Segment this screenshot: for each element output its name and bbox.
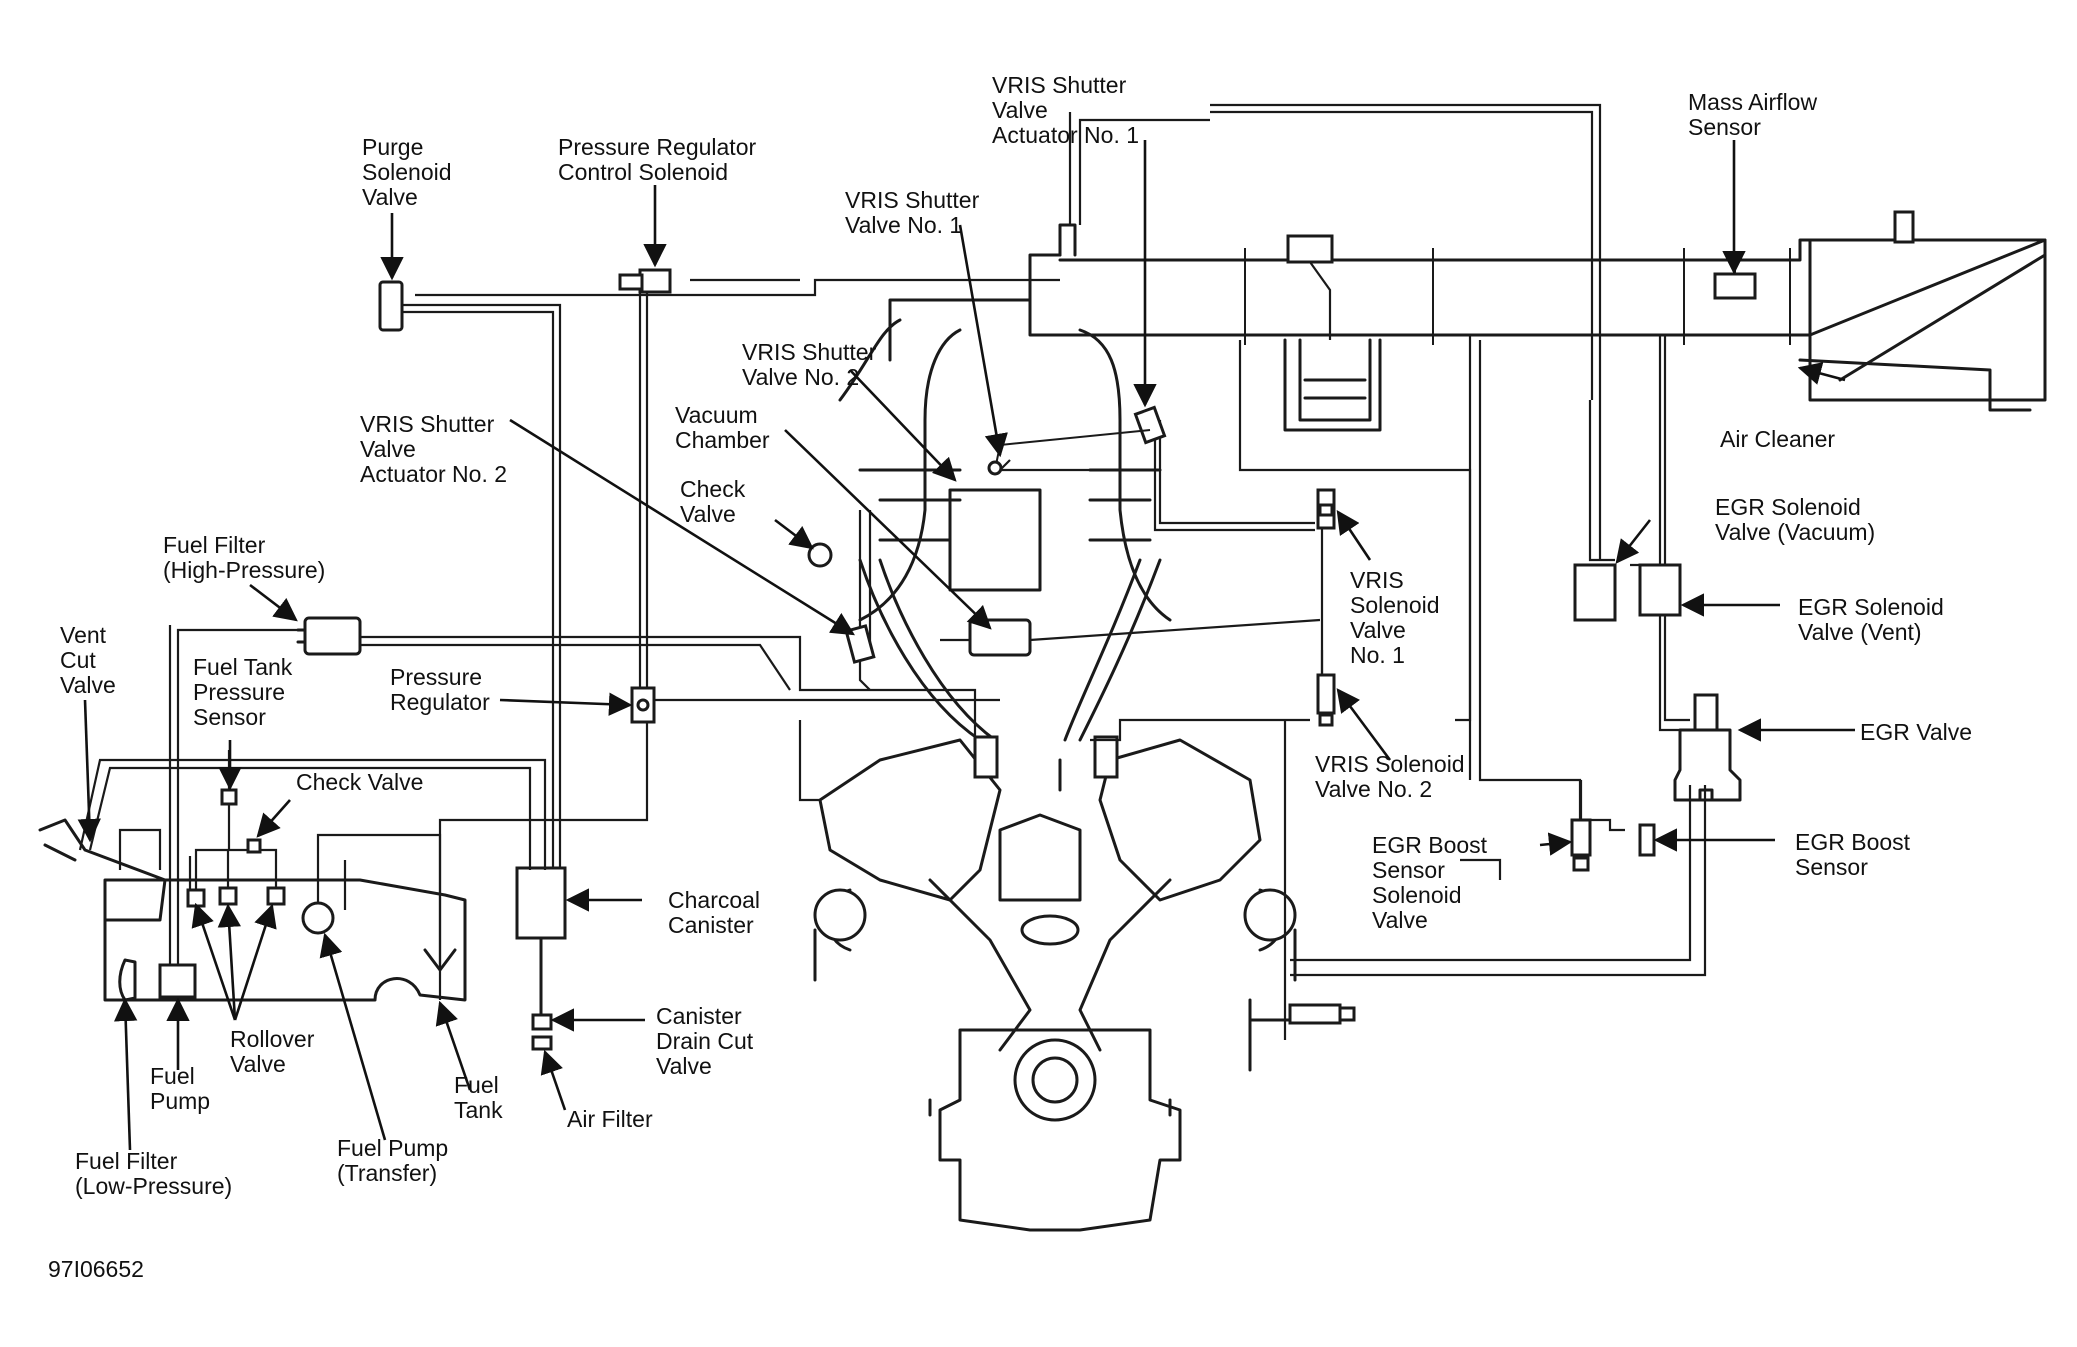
label-pressure-regulator-control-solenoid: Pressure Regulator Control Solenoid bbox=[558, 134, 757, 185]
pressure-regulator-control-solenoid bbox=[618, 268, 672, 294]
label-egr-boost-sensor: EGR Boost Sensor bbox=[1795, 829, 1911, 880]
label-vris-shutter-valve-actuator-2: VRIS Shutter Valve Actuator No. 2 bbox=[360, 411, 508, 487]
check-valve-lower bbox=[246, 838, 262, 854]
rollover-valves bbox=[186, 848, 286, 908]
label-egr-valve: EGR Valve bbox=[1860, 719, 1973, 745]
label-fuel-tank-pressure-sensor: Fuel Tank Pressure Sensor bbox=[193, 654, 293, 730]
label-fuel-tank: Fuel Tank bbox=[454, 1072, 503, 1123]
fuel-tank bbox=[38, 758, 547, 1002]
label-fuel-filter-high-pressure: Fuel Filter (High-Pressure) bbox=[163, 532, 326, 583]
canister-drain-cut-valve bbox=[531, 1013, 553, 1031]
pointer-lines bbox=[77, 140, 1855, 1151]
label-egr-solenoid-valve-vent: EGR Solenoid Valve (Vent) bbox=[1798, 594, 1944, 645]
label-mass-airflow-sensor: Mass Airflow Sensor bbox=[1688, 89, 1818, 140]
egr-solenoid-vent bbox=[1638, 563, 1682, 617]
vris-hoses bbox=[999, 103, 1690, 820]
label-pressure-regulator: Pressure Regulator bbox=[390, 664, 490, 715]
purge-solenoid-valve bbox=[378, 280, 404, 332]
label-fuel-pump: Fuel Pump bbox=[150, 1063, 211, 1114]
label-egr-boost-sensor-solenoid-valve: EGR Boost Sensor Solenoid Valve bbox=[1372, 832, 1488, 933]
egr-solenoid-vacuum bbox=[1573, 563, 1617, 622]
pressure-regulator bbox=[630, 686, 656, 724]
label-air-cleaner: Air Cleaner bbox=[1720, 426, 1836, 452]
sensor-lower-right bbox=[1248, 998, 1356, 1072]
label-vris-shutter-valve-actuator-1: VRIS Shutter Valve Actuator No. 1 bbox=[992, 72, 1140, 148]
label-rollover-valve: Rollover Valve bbox=[230, 1026, 315, 1077]
check-valve-upper bbox=[807, 542, 833, 568]
label-fuel-filter-low-pressure: Fuel Filter (Low-Pressure) bbox=[75, 1148, 233, 1199]
egr-valve bbox=[1673, 693, 1742, 802]
fuel-filter-low-pressure bbox=[118, 958, 137, 1002]
air-filter bbox=[531, 1035, 553, 1051]
label-purge-solenoid-valve: Purge Solenoid Valve bbox=[362, 134, 452, 210]
label-vris-solenoid-valve-1: VRIS Solenoid Valve No. 1 bbox=[1350, 567, 1440, 668]
fuel-pump-transfer bbox=[301, 833, 457, 972]
fuel-filter-high-pressure bbox=[296, 616, 362, 656]
engine-block bbox=[813, 738, 1297, 1232]
label-charcoal-canister: Charcoal Canister bbox=[668, 887, 761, 938]
vris-solenoid-valve-2 bbox=[1316, 673, 1336, 727]
label-canister-drain-cut-valve: Canister Drain Cut Valve bbox=[656, 1003, 754, 1079]
vris-solenoid-valve-1 bbox=[1316, 488, 1336, 530]
fuel-pump bbox=[158, 625, 305, 999]
egr-boost-sensor bbox=[1638, 823, 1656, 857]
egr-boost-sensor-solenoid bbox=[1570, 780, 1592, 872]
label-vris-shutter-valve-2: VRIS Shutter Valve No. 2 bbox=[742, 339, 877, 390]
figure-id: 97I06652 bbox=[48, 1256, 144, 1282]
label-vris-solenoid-valve-2: VRIS Solenoid Valve No. 2 bbox=[1315, 751, 1465, 802]
vris-actuator-1 bbox=[987, 405, 1167, 476]
label-check-valve-lower: Check Valve bbox=[296, 769, 424, 795]
intake-plenum bbox=[1028, 223, 1812, 345]
intake-manifold bbox=[838, 298, 1172, 742]
label-fuel-pump-transfer: Fuel Pump (Transfer) bbox=[337, 1135, 449, 1186]
throttle-body bbox=[1283, 261, 1382, 432]
label-air-filter: Air Filter bbox=[567, 1106, 653, 1132]
label-vris-shutter-valve-1: VRIS Shutter Valve No. 1 bbox=[845, 187, 980, 238]
charcoal-canister bbox=[515, 866, 567, 1017]
injectors bbox=[973, 735, 1119, 792]
air-cleaner bbox=[1798, 210, 2047, 412]
label-egr-solenoid-valve-vacuum: EGR Solenoid Valve (Vacuum) bbox=[1715, 494, 1876, 545]
label-vent-cut-valve: Vent Cut Valve bbox=[60, 622, 116, 698]
label-check-valve-upper: Check Valve bbox=[680, 476, 746, 527]
label-vacuum-chamber: Vacuum Chamber bbox=[675, 402, 770, 453]
